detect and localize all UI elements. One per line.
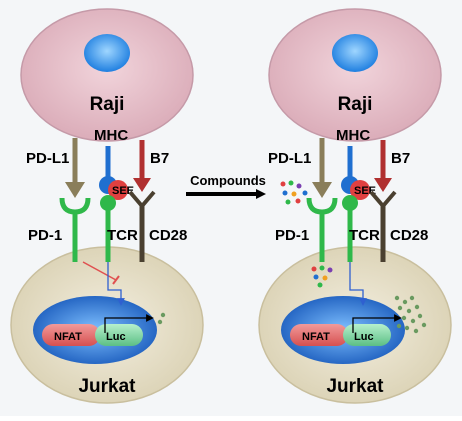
pdl1-head (312, 182, 332, 198)
tcr-label: TCR (349, 227, 380, 244)
tcr-head (100, 195, 116, 211)
see-label: SEE (112, 185, 134, 197)
nfat-box (42, 324, 100, 346)
mhc-label: MHC (336, 127, 370, 144)
tcr-label: TCR (107, 227, 138, 244)
raji-cell (268, 8, 442, 142)
raji-cell (20, 8, 194, 142)
nfat-label: NFAT (302, 331, 330, 343)
transcription-arrow (104, 314, 154, 333)
jurkat-label: Jurkat (326, 376, 384, 397)
panel-left: Raji Jurkat PD-L1 PD-1 MHC SEE TCR B7 CD… (10, 8, 204, 404)
compounds-arrow-group: Compounds (186, 173, 266, 199)
jurkat-label: Jurkat (78, 376, 136, 397)
compound-dots-outside (280, 180, 308, 205)
transcription-arrow (352, 314, 402, 333)
pd1-label: PD-1 (28, 227, 62, 244)
tcr-head (342, 195, 358, 211)
see-circle (108, 180, 128, 200)
luc-label: Luc (106, 331, 126, 343)
nfat-box (290, 324, 348, 346)
inhibition-line (82, 261, 117, 281)
luc-label: Luc (354, 331, 374, 343)
compound-dots-inside (311, 265, 333, 288)
mhc-label: MHC (94, 127, 128, 144)
compounds-label: Compounds (190, 173, 266, 188)
nfat-label: NFAT (54, 331, 82, 343)
b7-label: B7 (150, 150, 169, 167)
cd28-label: CD28 (149, 227, 187, 244)
pd1-label: PD-1 (275, 227, 309, 244)
pdl1-label: PD-L1 (268, 150, 311, 167)
see-circle (350, 180, 370, 200)
raji-nucleus (84, 34, 130, 72)
b7-label: B7 (391, 150, 410, 167)
luciferase-dots-few (157, 312, 166, 325)
cd28-label: CD28 (390, 227, 428, 244)
raji-label: Raji (338, 94, 373, 115)
raji-nucleus (332, 34, 378, 72)
tcr-signal-arrow (107, 262, 125, 306)
luciferase-dots-many (394, 295, 427, 334)
raji-label: Raji (90, 94, 125, 115)
panel-right: Raji Jurkat PD-L1 PD-1 MHC SEE TCR B7 CD… (258, 8, 452, 404)
b7-head (133, 178, 151, 192)
luc-box (343, 324, 391, 346)
luc-box (95, 324, 143, 346)
pdl1-label: PD-L1 (26, 150, 69, 167)
b7-head (374, 178, 392, 192)
tcr-signal-arrow (349, 262, 367, 306)
inhibition-bar (112, 275, 120, 285)
pdl1-head (65, 182, 85, 198)
